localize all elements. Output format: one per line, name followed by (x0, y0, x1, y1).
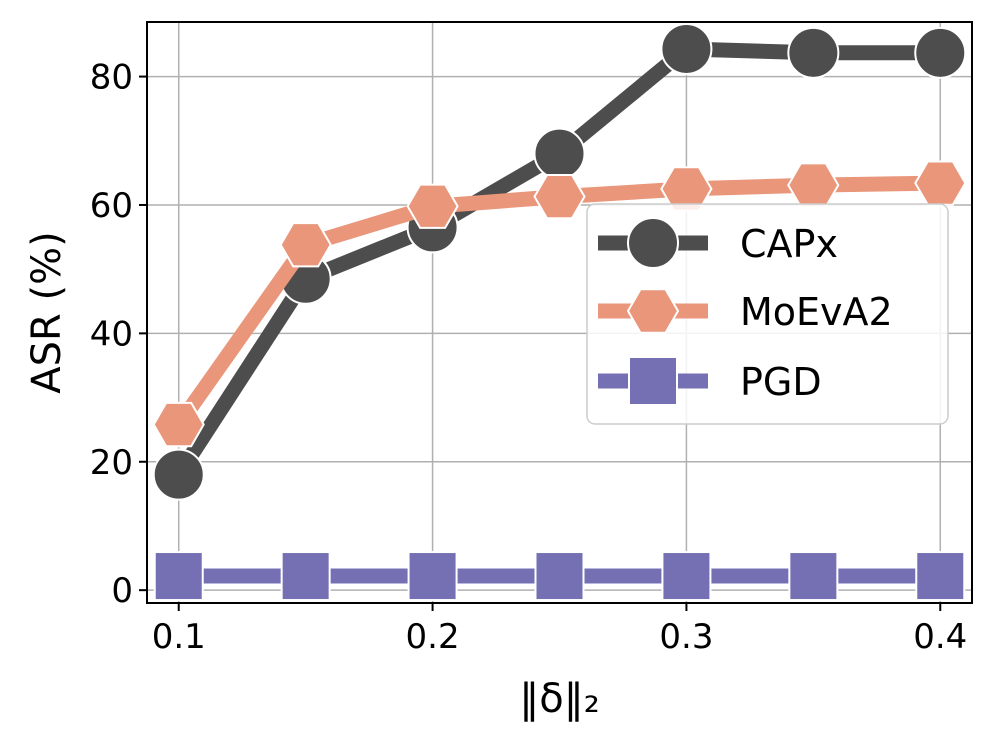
data-point (152, 401, 205, 448)
data-point (914, 26, 967, 79)
x-axis-label: ‖δ‖₂ (519, 676, 600, 722)
legend-marker (626, 288, 680, 334)
legend-label: CAPx (740, 222, 838, 266)
legend-item-capx: CAPx (598, 217, 838, 269)
plot-frame (146, 21, 973, 604)
data-point (915, 551, 966, 602)
y-tick-label: 60 (90, 186, 133, 226)
data-point (280, 551, 331, 602)
legend-label: PGD (740, 360, 822, 404)
y-tick-label: 0 (111, 571, 133, 611)
data-point (533, 127, 586, 180)
legend-item-moeva2: MoEvA2 (598, 288, 893, 334)
data-point (407, 551, 458, 602)
legend-label: MoEvA2 (740, 290, 893, 334)
x-tick-label: 0.3 (659, 617, 713, 657)
ticks: 0.1 0.2 0.3 0.4 0 20 40 60 80 (90, 58, 968, 657)
y-axis-label: ASR (%) (24, 231, 70, 393)
data-point (914, 160, 967, 206)
x-tick-label: 0.4 (913, 617, 967, 657)
x-tick-label: 0.1 (152, 617, 206, 657)
data-point (279, 222, 332, 268)
data-point (153, 551, 204, 602)
series-moeva2 (152, 160, 967, 448)
data-point (788, 551, 839, 602)
legend-marker (627, 217, 679, 269)
series-layer (152, 22, 967, 602)
data-point (152, 448, 205, 501)
data-point (533, 174, 586, 220)
legend-marker (628, 356, 678, 406)
legend-item-pgd: PGD (598, 356, 822, 406)
series-pgd (153, 551, 966, 602)
data-point (787, 26, 840, 79)
data-point (660, 22, 713, 75)
y-tick-label: 80 (90, 58, 133, 98)
x-tick-label: 0.2 (406, 617, 460, 657)
data-point (406, 183, 459, 229)
y-tick-label: 40 (90, 314, 133, 354)
data-point (787, 162, 840, 208)
data-point (534, 551, 585, 602)
y-tick-label: 20 (90, 443, 133, 483)
data-point (661, 551, 712, 602)
